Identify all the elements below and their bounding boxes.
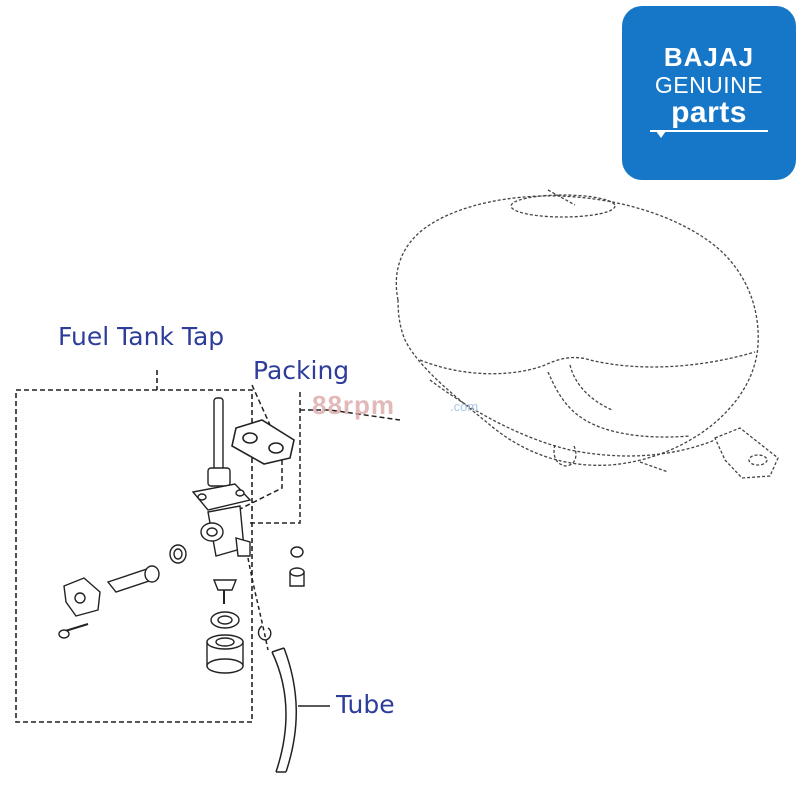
logo-parts: parts [671,96,747,129]
packing-connector [237,384,401,524]
label-fuel-tank-tap: Fuel Tank Tap [58,322,224,351]
bajaj-genuine-parts-logo: BAJAJ GENUINE parts [622,6,796,180]
label-tube: Tube [335,690,395,719]
watermark-suffix: .com [450,399,478,414]
fuel-tap-assembly [58,397,305,674]
logo-arrow-icon [656,131,666,138]
label-packing: Packing [253,356,349,385]
logo-underline [650,130,768,138]
watermark-main: 88rpm [312,390,395,420]
watermark: 88rpm .com [312,390,478,420]
logo-genuine: GENUINE [654,72,764,98]
fuel-tank [395,189,779,479]
fuel-tank-tap-group-outline [15,370,253,723]
packing-gasket [231,419,295,465]
logo-brand: BAJAJ [663,42,755,72]
fuel-tube [247,557,297,773]
